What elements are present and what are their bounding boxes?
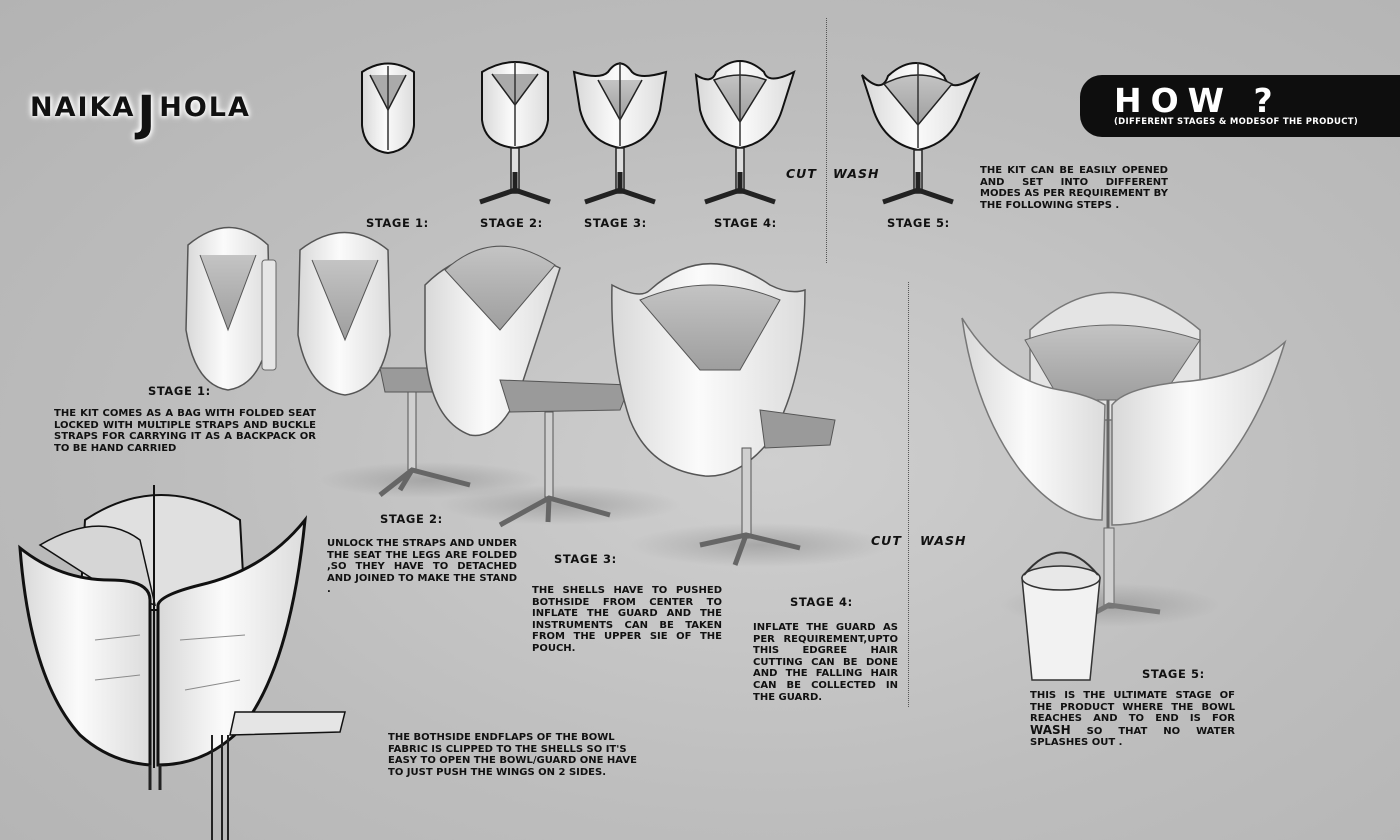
- render-stage-4: [611, 263, 836, 566]
- top-stage-label-2: STAGE 2:: [480, 216, 543, 230]
- stage-5-label: STAGE 5:: [1142, 667, 1205, 681]
- stage-5-text-after: SO THAT NO WATER SPLASHES OUT .: [1030, 725, 1235, 749]
- how-subtitle: (DIFFERENT STAGES & MODESOF THE PRODUCT): [1114, 117, 1359, 127]
- stage-2-text: UNLOCK THE STRAPS AND UNDER THE SEAT THE…: [327, 538, 517, 596]
- stage-5-text-before: THIS IS THE ULTIMATE STAGE OF THE PRODUC…: [1030, 690, 1235, 725]
- stage-2-label: STAGE 2:: [380, 512, 443, 526]
- stage-1-text: THE KIT COMES AS A BAG WITH FOLDED SEAT …: [54, 408, 316, 454]
- bottom-mode-wash: WASH: [920, 533, 967, 548]
- top-stage-5-icon: [861, 62, 981, 205]
- stage-4-label: STAGE 4:: [790, 595, 853, 609]
- render-stage-5: [961, 291, 1287, 681]
- stage-1-label: STAGE 1:: [148, 384, 211, 398]
- stage-5-text-bold: WASH: [1030, 722, 1071, 737]
- logo-part-1: NAIKA: [30, 92, 136, 123]
- stage-4-text: INFLATE THE GUARD AS PER REQUIREMENT,UPT…: [753, 622, 898, 703]
- top-stage-1-icon: [361, 62, 415, 155]
- stage-3-text: THE SHELLS HAVE TO PUSHED BOTHSIDE FROM …: [532, 585, 722, 654]
- top-stage-label-1: STAGE 1:: [366, 216, 429, 230]
- intro-text: THE KIT CAN BE EASILY OPENED AND SET INT…: [980, 165, 1168, 211]
- logo-part-3: HOLA: [159, 92, 251, 123]
- how-header: HOW ? (DIFFERENT STAGES & MODESOF THE PR…: [1080, 75, 1400, 137]
- top-stage-4-icon: [694, 60, 796, 205]
- top-stage-label-5: STAGE 5:: [887, 216, 950, 230]
- render-stage-3: [424, 245, 631, 528]
- top-stage-3-icon: [572, 62, 668, 205]
- top-mode-wash: WASH: [833, 166, 880, 181]
- bottom-mode-cut: CUT: [871, 533, 902, 548]
- top-mode-cut: CUT: [786, 166, 817, 181]
- render-stage-1: [185, 226, 277, 391]
- render-wireframe-detail: [18, 485, 346, 840]
- divider-top: [826, 18, 827, 263]
- top-stage-2-icon: [479, 61, 551, 205]
- how-title: HOW ?: [1114, 81, 1282, 120]
- render-stage-2: [297, 231, 471, 497]
- stage-3-label: STAGE 3:: [554, 552, 617, 566]
- brand-logo: NAIKAJHOLA: [30, 72, 251, 142]
- top-stage-label-4: STAGE 4:: [714, 216, 777, 230]
- divider-bottom: [908, 282, 909, 707]
- logo-part-2: J: [137, 86, 158, 142]
- top-stage-label-3: STAGE 3:: [584, 216, 647, 230]
- flaps-text: THE BOTHSIDE ENDFLAPS OF THE BOWL FABRIC…: [388, 732, 637, 778]
- stage-5-text: THIS IS THE ULTIMATE STAGE OF THE PRODUC…: [1030, 690, 1235, 749]
